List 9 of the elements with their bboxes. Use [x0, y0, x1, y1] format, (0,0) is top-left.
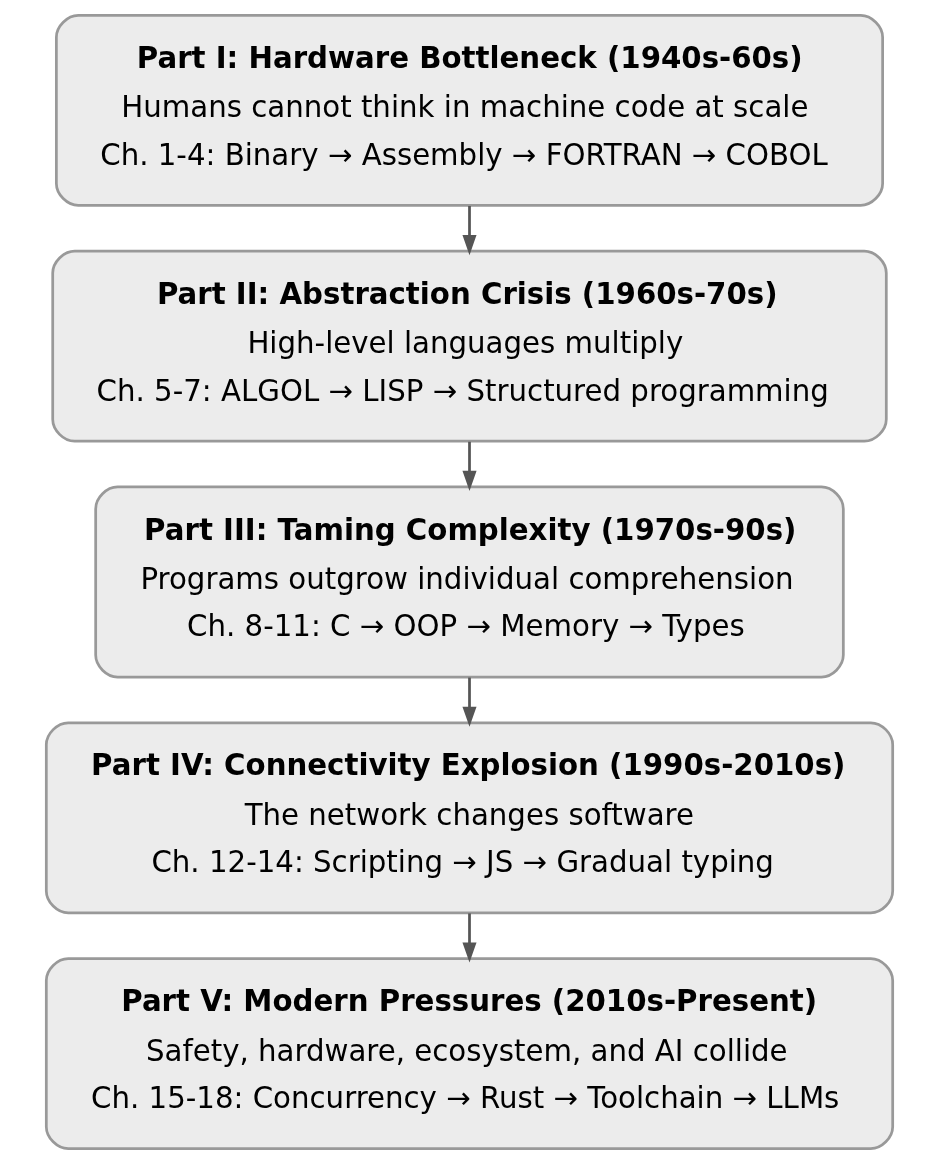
arrow — [461, 441, 477, 491]
node-box: Part I: Hardware Bottleneck (1940s-60s) Humans cannot think in machine code at scale Ch. 1-4: Binary → Assembly → FORTRAN → COBOL — [54, 13, 884, 207]
arrow — [461, 913, 477, 963]
node-box: Part IV: Connectivity Explosion (1990s-2010s) The network changes software Ch. 12-14: Scripting → JS → Gradual typing — [44, 721, 894, 915]
node-box: Part II: Abstraction Crisis (1960s-70s) High-level languages multiply Ch. 5-7: ALGOL → LISP → Structured programming — [50, 249, 888, 443]
node-box: Part III: Taming Complexity (1970s-90s) Programs outgrow individual comprehension Ch. 8-11: C → OOP → Memory → Types — [93, 485, 845, 679]
node-box: Part V: Modern Pressures (2010s-Present) Safety, hardware, ecosystem, and AI collide Ch. 15-18: Concurrency → Rust → Toolchain → LLMs — [44, 957, 894, 1151]
arrow — [461, 677, 477, 727]
arrow — [461, 205, 477, 256]
